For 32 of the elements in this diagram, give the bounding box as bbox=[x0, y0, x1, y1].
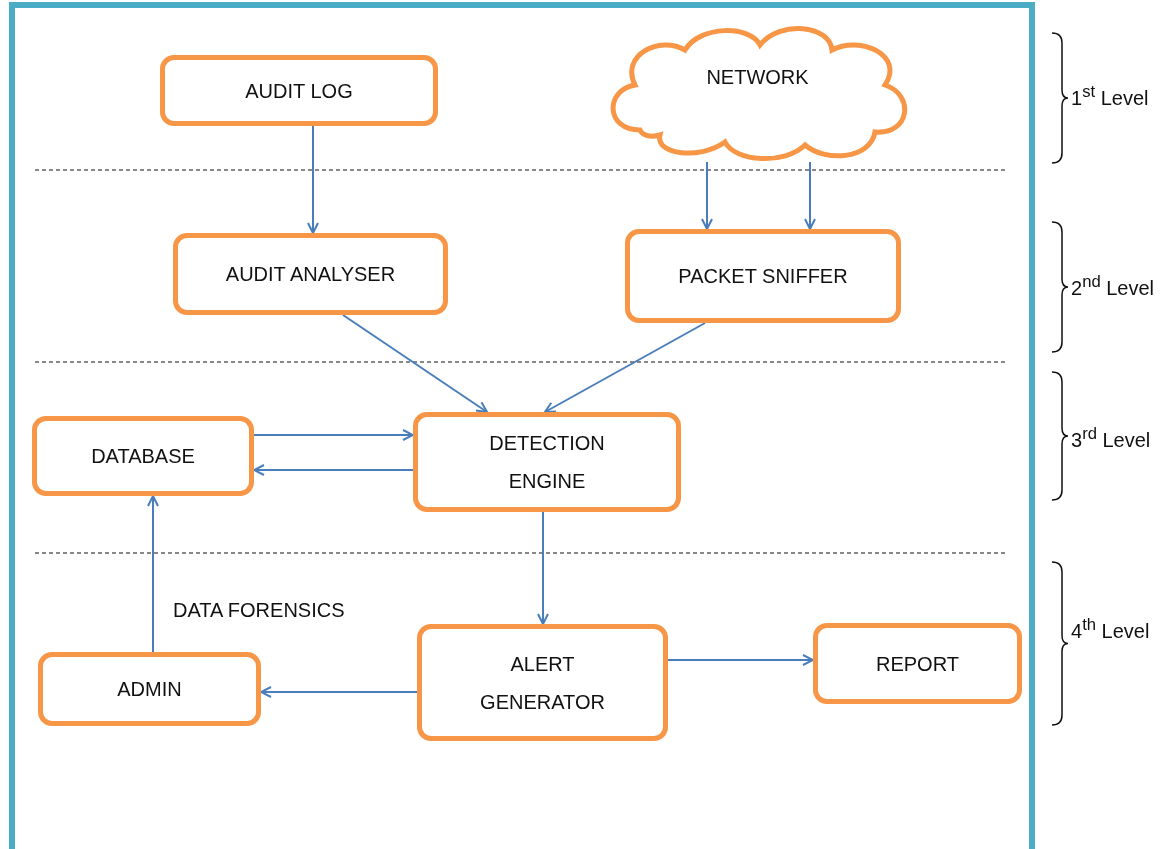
arrow bbox=[804, 161, 816, 230]
process-box bbox=[160, 55, 438, 126]
node-label: ALERT GENERATOR bbox=[479, 651, 606, 715]
process-box bbox=[625, 229, 901, 323]
arrow bbox=[537, 511, 549, 625]
arrow bbox=[253, 429, 414, 441]
arrow bbox=[307, 125, 319, 234]
level-label: 2$^{nd}$ Level bbox=[1071, 272, 1155, 300]
arrow bbox=[147, 495, 159, 653]
process-box bbox=[32, 416, 254, 496]
process-box bbox=[813, 623, 1022, 704]
node-label: AUDIT LOG bbox=[244, 78, 354, 104]
process-box bbox=[38, 652, 261, 726]
node-label: DATABASE bbox=[90, 444, 196, 469]
arrow bbox=[701, 161, 713, 230]
arrow bbox=[253, 464, 414, 476]
process-box bbox=[173, 233, 448, 315]
arrow bbox=[342, 314, 488, 413]
node-label: PACKET SNIFFER bbox=[677, 264, 849, 289]
arrow bbox=[667, 654, 814, 666]
level-label: 4$^{th}$ Level bbox=[1071, 615, 1150, 643]
node-label: AUDIT ANALYSER bbox=[224, 262, 397, 287]
node-label: DETECTION ENGINE bbox=[488, 431, 606, 494]
arrow bbox=[260, 686, 418, 698]
process-box bbox=[413, 412, 681, 512]
node-label: ADMIN bbox=[116, 677, 183, 702]
level-label: 3$^{rd}$ Level bbox=[1071, 424, 1151, 452]
process-box bbox=[417, 624, 668, 741]
level-label: 1$^{st}$ Level bbox=[1071, 82, 1149, 110]
node-label: NETWORK bbox=[705, 65, 810, 89]
arrow bbox=[544, 322, 706, 413]
node-label: REPORT bbox=[875, 651, 960, 677]
